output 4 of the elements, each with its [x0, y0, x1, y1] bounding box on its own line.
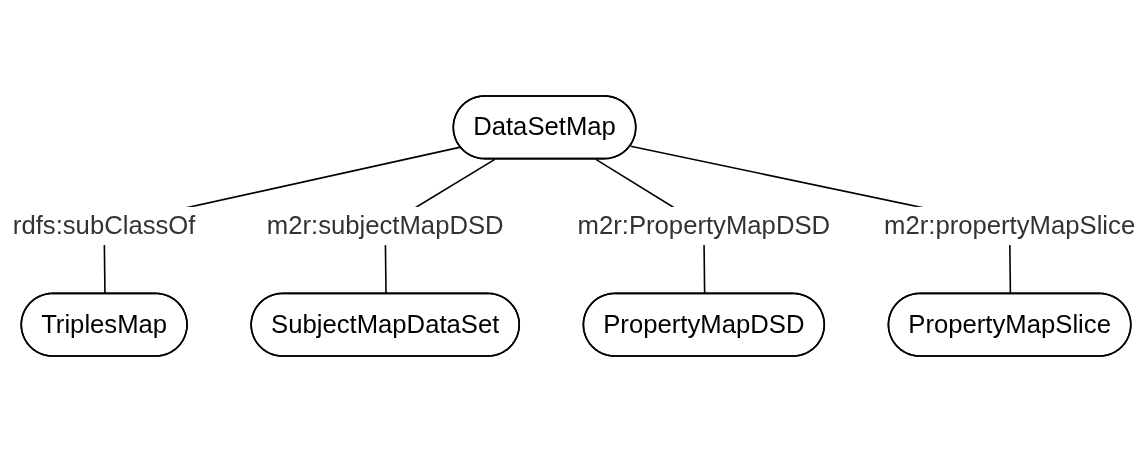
edge-label: m2r:PropertyMapDSD — [577, 211, 831, 239]
edge-label: m2r:subjectMapDSD — [266, 211, 504, 239]
edge-label: rdfs:subClassOf — [12, 211, 196, 239]
edge-label: m2r:propertyMapSlice — [884, 211, 1136, 239]
